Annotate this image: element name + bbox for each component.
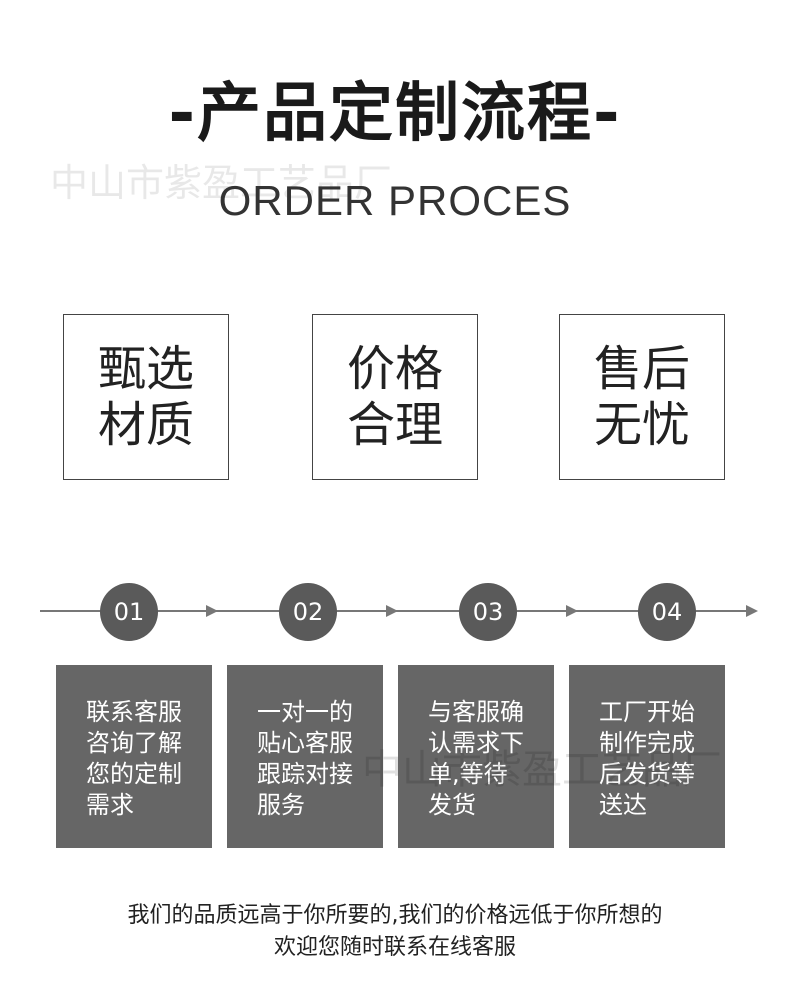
- arrow-icon: [746, 605, 758, 617]
- feature-line: 甄选: [97, 341, 194, 397]
- feature-line: 售后: [593, 341, 690, 397]
- arrow-icon: [566, 605, 578, 617]
- feature-line: 无忧: [593, 397, 690, 453]
- step-number-4: 04: [638, 583, 696, 641]
- step-number-2: 02: [279, 583, 337, 641]
- step-box-4: 工厂开始 制作完成 后发货等 送达: [569, 665, 725, 848]
- step-text-line: 认需求下: [428, 729, 524, 757]
- page-title: -产品定制流程-: [168, 77, 622, 151]
- footer-line-1: 我们的品质远高于你所要的,我们的价格远低于你所想的: [127, 903, 663, 928]
- step-text-line: 您的定制: [86, 760, 182, 788]
- step-text-line: 咨询了解: [86, 729, 182, 757]
- step-text-line: 制作完成: [599, 729, 695, 757]
- feature-box-material: 甄选 材质: [63, 314, 229, 480]
- footer-text: 我们的品质远高于你所要的,我们的价格远低于你所想的 欢迎您随时联系在线客服: [0, 900, 790, 964]
- step-box-3: 与客服确 认需求下 单,等待 发货: [398, 665, 554, 848]
- step-text-line: 送达: [599, 791, 647, 819]
- step-text-line: 与客服确: [428, 698, 524, 726]
- arrow-icon: [206, 605, 218, 617]
- feature-box-price: 价格 合理: [312, 314, 478, 480]
- step-text-line: 一对一的: [257, 698, 353, 726]
- step-text-line: 工厂开始: [599, 698, 695, 726]
- step-box-2: 一对一的 贴心客服 跟踪对接 服务: [227, 665, 383, 848]
- arrow-icon: [386, 605, 398, 617]
- page-subtitle: ORDER PROCES: [218, 177, 572, 224]
- step-text-line: 需求: [86, 791, 134, 819]
- feature-line: 合理: [346, 397, 443, 453]
- step-box-1: 联系客服 咨询了解 您的定制 需求: [56, 665, 212, 848]
- step-number-3: 03: [459, 583, 517, 641]
- step-text-line: 后发货等: [599, 760, 695, 788]
- feature-box-aftersales: 售后 无忧: [559, 314, 725, 480]
- feature-line: 材质: [97, 397, 194, 453]
- timeline-line: [40, 605, 758, 617]
- step-number-1: 01: [100, 583, 158, 641]
- footer-line-2: 欢迎您随时联系在线客服: [273, 935, 516, 960]
- step-text-line: 发货: [428, 791, 476, 819]
- step-text-line: 单,等待: [428, 760, 508, 788]
- feature-line: 价格: [346, 341, 443, 397]
- step-text-line: 服务: [257, 791, 305, 819]
- step-text-line: 跟踪对接: [257, 760, 353, 788]
- step-text-line: 贴心客服: [257, 729, 353, 757]
- step-text-line: 联系客服: [86, 698, 182, 726]
